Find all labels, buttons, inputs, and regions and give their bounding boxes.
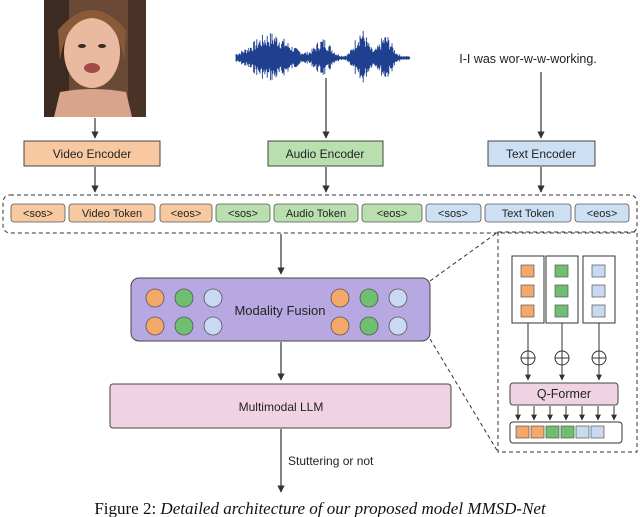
qformer-output-tokens <box>509 421 623 444</box>
audio-encoder-label: Audio Encoder <box>286 147 365 161</box>
video-sos-token: <sos> <box>23 208 53 220</box>
audio-tokens: <sos> Audio Token <eos> <box>215 203 423 223</box>
qformer-detail-container <box>497 231 638 453</box>
audio-sos-token: <sos> <box>228 208 258 220</box>
multimodal-llm-label: Multimodal LLM <box>239 400 324 414</box>
text-sos-token: <sos> <box>438 208 468 220</box>
zoom-line-top <box>429 231 499 282</box>
text-tokens: <sos> Text Token <eos> <box>425 203 630 223</box>
zoom-line-bottom <box>429 338 499 453</box>
waveform-trace <box>235 30 411 83</box>
qformer-label: Q-Former <box>537 387 591 401</box>
output-label: Stuttering or not <box>288 454 374 468</box>
audio-token: Audio Token <box>286 208 346 220</box>
qformer-add-operators <box>520 323 607 381</box>
text-eos-token: <eos> <box>587 208 618 220</box>
qformer-input-columns <box>511 255 616 324</box>
audio-eos-token: <eos> <box>377 208 408 220</box>
text-encoder-box: Text Encoder <box>487 140 596 167</box>
video-eos-token: <eos> <box>171 208 202 220</box>
caption-text: Detailed architecture of our proposed mo… <box>159 499 547 517</box>
modality-fusion-label: Modality Fusion <box>234 303 325 318</box>
qformer-box: Q-Former <box>509 382 619 406</box>
audio-encoder-box: Audio Encoder <box>267 140 384 167</box>
text-input-sample: I-I was wor-w-w-working. <box>459 52 597 66</box>
text-encoder-label: Text Encoder <box>506 147 576 161</box>
caption-prefix: Figure 2: <box>94 499 160 517</box>
video-tokens: <sos> Video Token <eos> <box>10 203 213 223</box>
qformer-output-arrows <box>515 406 617 421</box>
video-frame-image <box>44 0 146 117</box>
modality-fusion-box: Modality Fusion <box>130 277 431 342</box>
token-sequence-container <box>2 194 638 234</box>
audio-waveform-image <box>235 30 411 83</box>
figure-caption: Figure 2: Detailed architecture of our p… <box>94 499 547 517</box>
multimodal-llm-box: Multimodal LLM <box>109 383 452 429</box>
text-token: Text Token <box>502 208 554 220</box>
video-token: Video Token <box>82 208 142 220</box>
video-encoder-box: Video Encoder <box>23 140 161 167</box>
video-encoder-label: Video Encoder <box>53 147 132 161</box>
